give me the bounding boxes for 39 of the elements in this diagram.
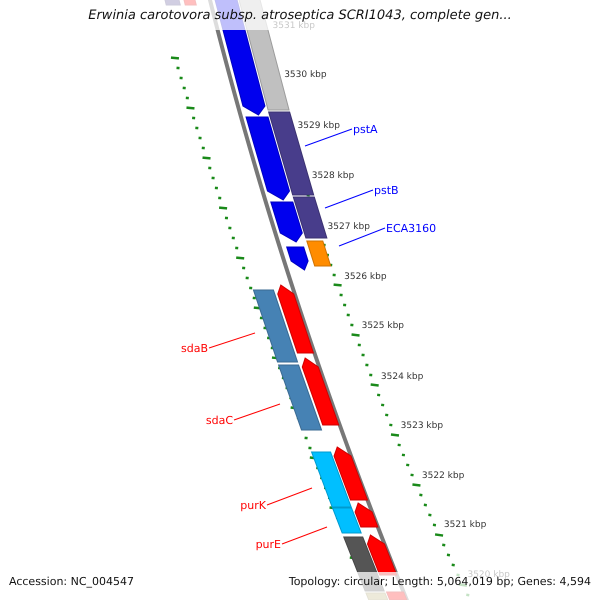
gene-bar bbox=[278, 364, 322, 430]
gene-bar bbox=[306, 240, 332, 266]
footer-text: Accession: NC_004547 bbox=[9, 576, 134, 587]
scale-label: 3529 kbp bbox=[298, 122, 340, 131]
gene-bar bbox=[292, 196, 328, 238]
gene-bar bbox=[277, 284, 314, 354]
gene-label: purK bbox=[240, 500, 266, 510]
gene-bar bbox=[245, 116, 290, 201]
gene-label: sdaC bbox=[206, 414, 233, 426]
gene-bar bbox=[286, 246, 309, 271]
scale-label: 3524 kbp bbox=[380, 373, 424, 382]
scale-label: 3521 kbp bbox=[444, 521, 486, 530]
scale-label: 3523 kbp bbox=[400, 422, 444, 431]
leader-line bbox=[266, 488, 312, 506]
map-title: Erwinia carotovora subsp. atroseptica SCRI1043, complete gen... bbox=[87, 9, 513, 22]
gene-label: sdaB bbox=[180, 342, 208, 354]
scale-label: 3525 kbp bbox=[362, 322, 404, 331]
gene-label: pstA bbox=[353, 124, 378, 134]
leader-line bbox=[304, 128, 352, 146]
scale-label: 3522 kbp bbox=[422, 472, 464, 481]
leader-line bbox=[324, 190, 374, 208]
gene-bar bbox=[252, 290, 298, 362]
gene-bar bbox=[332, 508, 362, 534]
scale-label: 3528 kbp bbox=[312, 172, 354, 181]
leader-line bbox=[338, 228, 386, 246]
gene-bar bbox=[302, 357, 340, 426]
leader-line bbox=[208, 332, 256, 348]
scale-label: 3530 kbp bbox=[284, 71, 327, 80]
scale-label: 3526 kbp bbox=[344, 273, 387, 282]
gene-bar bbox=[310, 452, 352, 508]
gene-bar bbox=[354, 502, 379, 528]
gene-bar bbox=[334, 446, 368, 500]
gene-label: pstB bbox=[374, 184, 399, 196]
gene-bar bbox=[270, 202, 303, 243]
gene-label: purE bbox=[256, 538, 281, 550]
leader-line bbox=[282, 526, 328, 544]
gene-label: ECA3160 bbox=[386, 222, 436, 234]
scale-label: 3527 kbp bbox=[328, 223, 370, 232]
leader-line bbox=[234, 404, 280, 420]
